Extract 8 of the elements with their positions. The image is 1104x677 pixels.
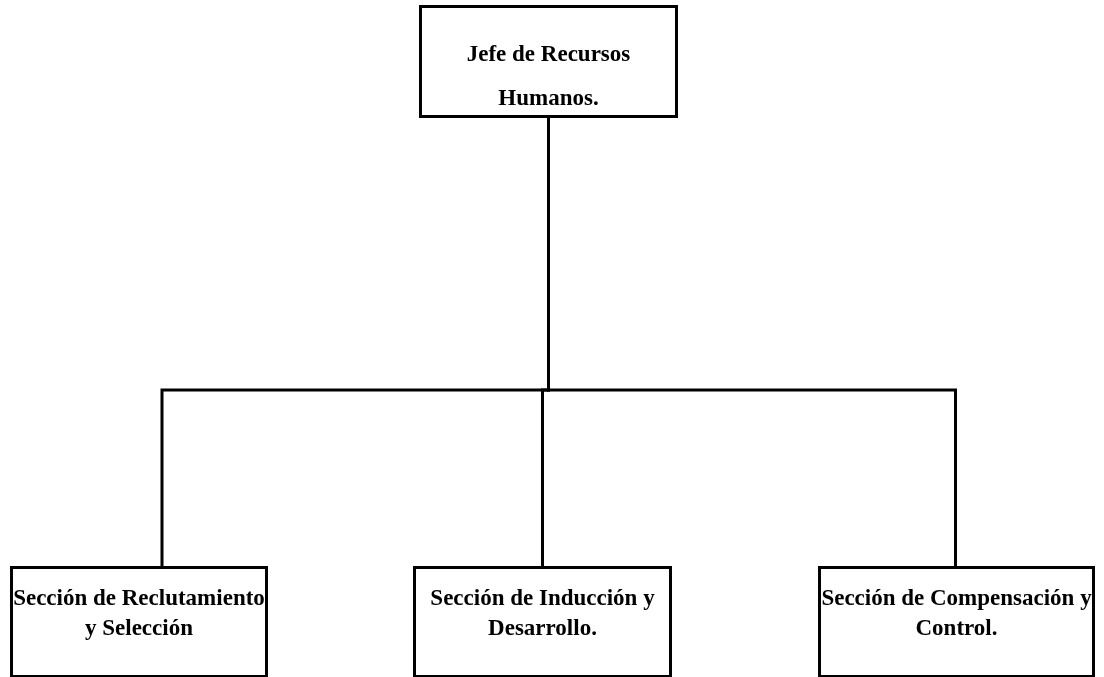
box-title: Sección de Inducción y Desarrollo. xyxy=(429,584,656,642)
box-title: Sección de Reclutamiento y Selección xyxy=(13,584,265,642)
org-box xyxy=(419,5,678,118)
org-box xyxy=(413,566,672,677)
org-box xyxy=(10,566,268,677)
box-title: Jefe de Recursos Humanos. xyxy=(465,40,632,112)
org-box xyxy=(818,566,1095,677)
box-title: Sección de Compensación y Control. xyxy=(821,584,1092,642)
